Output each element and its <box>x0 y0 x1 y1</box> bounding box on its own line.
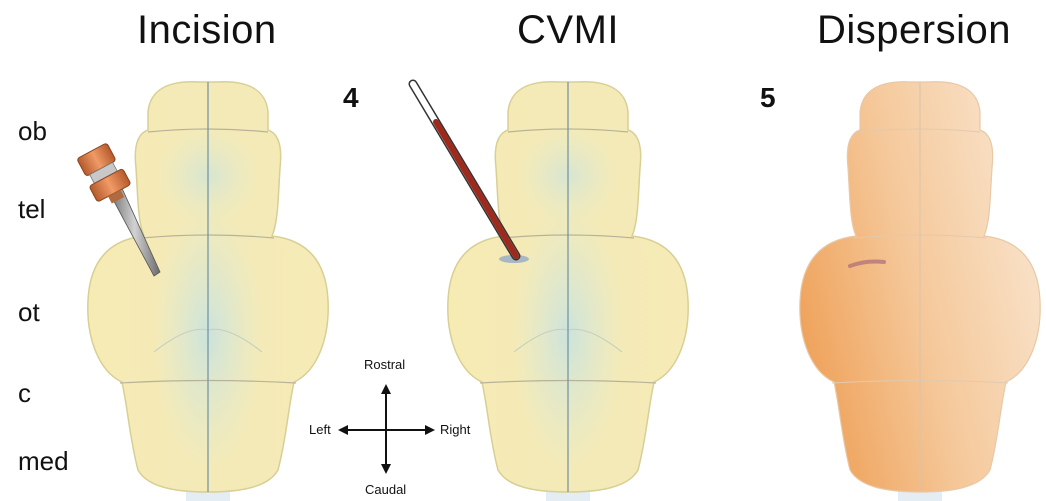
brain-cvmi <box>448 82 688 501</box>
arrow-left-icon <box>338 425 348 435</box>
compass-label-rostral: Rostral <box>364 357 405 372</box>
compass-label-left: Left <box>309 422 331 437</box>
arrow-down-icon <box>381 464 391 474</box>
compass-label-caudal: Caudal <box>365 482 406 497</box>
arrow-right-icon <box>425 425 435 435</box>
compass-label-right: Right <box>440 422 470 437</box>
brain-dispersion <box>800 82 1040 501</box>
brain-incision <box>88 82 328 501</box>
orientation-compass <box>338 384 435 474</box>
arrow-up-icon <box>381 384 391 394</box>
